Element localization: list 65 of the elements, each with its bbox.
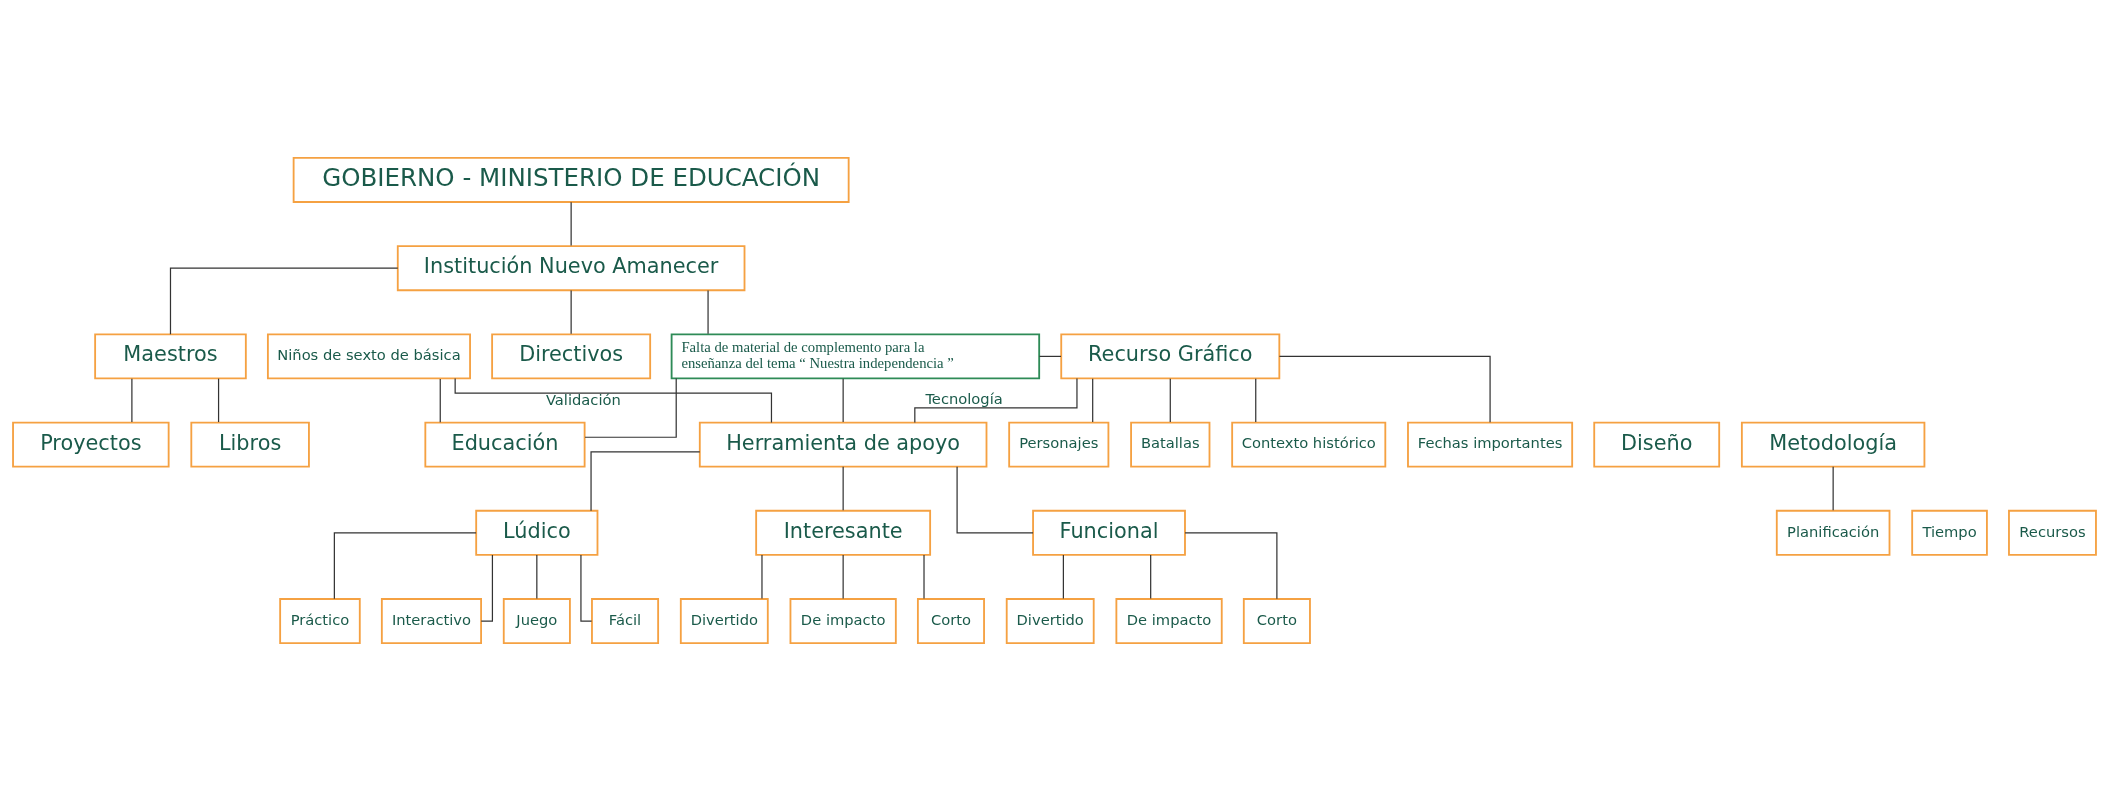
connector [914,377,1078,423]
node-box: Divertido [679,598,769,644]
node-box: Personajes [1008,421,1110,468]
connector [1832,466,1834,511]
node-box: Contexto histórico [1231,421,1387,468]
connector [842,466,844,511]
connector [1278,355,1491,423]
node-box: Corto [1242,598,1311,644]
node-box: Falta de material de complemento para la enseñanza del tema “ Nuestra independencia ” [670,333,1041,380]
connector [570,289,572,335]
connector [570,201,572,247]
connector [580,554,593,622]
node-box: Institución Nuevo Amanecer [396,245,746,292]
node-box: Metodología [1740,421,1926,468]
node-box: Interactivo [380,598,482,644]
edge-label: Validación [545,390,621,408]
node-box: Recursos [2008,509,2097,556]
connector [1184,532,1278,600]
connector [1062,554,1064,600]
connector [454,378,773,424]
connector [480,554,494,622]
node-box: Niños de sexto de básica [266,333,471,380]
connector [131,378,133,423]
connector [1150,554,1152,600]
node-box: Interesante [755,509,932,556]
connector [842,554,844,600]
node-box: Educación [424,421,586,468]
connector [707,289,709,335]
node-box: Diseño [1593,421,1721,468]
node-box: Práctico [279,598,361,644]
node-box: Batallas [1130,421,1211,468]
connector [842,378,844,423]
node-box: Juego [502,598,571,644]
node-box: Proyectos [12,421,170,468]
edge-label: Tecnología [925,389,1003,407]
connector [536,554,538,600]
connector [1038,355,1062,357]
connector [761,554,763,600]
connector [1255,378,1257,423]
connector [333,532,477,600]
connector [439,378,441,423]
node-box: Recurso Gráfico [1060,333,1281,380]
connector [584,377,677,438]
node-box: Directivos [491,333,652,380]
node-box: Tiempo [1911,509,1988,556]
node-box: Corto [916,598,985,644]
node-box: Fácil [591,598,660,644]
node-box: Maestros [94,333,247,380]
node-box: Libros [190,421,310,468]
node-box: Fechas importantes [1407,421,1574,468]
connector [956,466,1034,534]
connector [923,554,925,600]
connector [1092,378,1094,423]
node-box: Funcional [1032,509,1186,556]
node-box: Lúdico [475,509,599,556]
connector [590,451,701,512]
node-box: De impacto [789,598,897,644]
node-box: Divertido [1005,598,1095,644]
node-box: Planificación [1775,509,1891,556]
node-box: GOBIERNO - MINISTERIO DE EDUCACIÓN [292,157,850,203]
connector [1169,378,1171,423]
node-box: Herramienta de apoyo [698,421,988,468]
connector [217,378,220,423]
node-box: De impacto [1115,598,1223,644]
connector [169,267,399,335]
